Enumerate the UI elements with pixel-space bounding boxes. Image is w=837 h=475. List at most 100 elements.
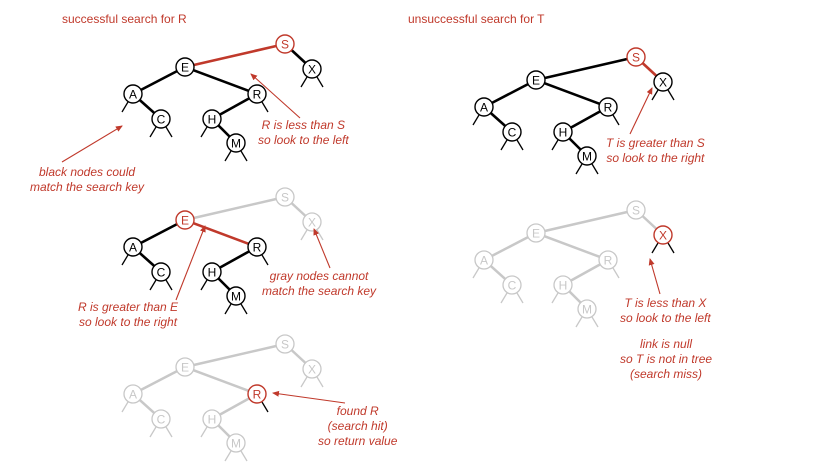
tree-node-h: H bbox=[553, 275, 573, 295]
null-link-m bbox=[224, 303, 232, 315]
tree-node-s: S bbox=[626, 47, 646, 67]
tree-edge-r-h bbox=[219, 250, 250, 269]
title-successful-search: successful search for R bbox=[62, 12, 187, 26]
tree-edge-e-a bbox=[491, 236, 529, 257]
null-link-c bbox=[516, 292, 524, 304]
null-link-m bbox=[591, 316, 599, 328]
tree-node-label: E bbox=[181, 61, 189, 75]
tree-edge-r-h bbox=[570, 263, 601, 282]
tree-edge-h-m bbox=[217, 124, 231, 138]
tree-node-s: S bbox=[275, 334, 295, 354]
tree-node-label: H bbox=[208, 266, 217, 280]
null-link-r bbox=[261, 401, 269, 413]
tree-node-label: E bbox=[181, 361, 189, 375]
tree-node-label: M bbox=[231, 137, 241, 151]
null-link-c bbox=[500, 292, 508, 304]
tree-node-m: M bbox=[577, 146, 597, 166]
null-link-h bbox=[200, 279, 208, 291]
tree-node-label: X bbox=[659, 76, 667, 90]
tree-node-r: R bbox=[247, 237, 267, 257]
tree-edge-s-x bbox=[290, 202, 307, 217]
tree-node-h: H bbox=[202, 109, 222, 129]
arrow-t-less-than-x bbox=[648, 258, 661, 295]
null-link-c bbox=[149, 426, 157, 438]
tree-node-r: R bbox=[247, 384, 267, 404]
tree-node-c: C bbox=[151, 262, 171, 282]
tree-node-label: R bbox=[253, 241, 262, 255]
null-link-r bbox=[612, 114, 620, 126]
tree-edge-s-e bbox=[544, 57, 628, 80]
null-link-m bbox=[575, 316, 583, 328]
tree-node-h: H bbox=[553, 122, 573, 142]
tree-node-m: M bbox=[577, 299, 597, 319]
null-link-x bbox=[316, 376, 324, 388]
tree-edge-e-r bbox=[192, 68, 250, 93]
tree-node-c: C bbox=[502, 275, 522, 295]
null-link-h bbox=[200, 426, 208, 438]
tree-edge-s-e bbox=[193, 197, 277, 220]
tree-edge-s-x bbox=[641, 215, 658, 230]
tree-node-label: H bbox=[208, 113, 217, 127]
null-link-c bbox=[149, 126, 157, 138]
null-link-c bbox=[516, 139, 524, 151]
tree-edge-s-x bbox=[641, 62, 658, 77]
tree-node-label: M bbox=[231, 437, 241, 451]
tree-node-label: X bbox=[308, 216, 316, 230]
tree-edge-e-a bbox=[491, 82, 529, 105]
tree-node-label: C bbox=[508, 126, 517, 140]
tree-node-r: R bbox=[598, 250, 618, 270]
tree-node-label: A bbox=[129, 241, 137, 255]
null-link-m bbox=[240, 450, 248, 462]
null-link-x bbox=[667, 89, 675, 101]
tree-node-x: X bbox=[653, 225, 673, 245]
null-link-x bbox=[316, 76, 324, 88]
null-link-a bbox=[121, 254, 129, 266]
tree-node-label: R bbox=[604, 254, 613, 268]
null-link-a bbox=[121, 401, 129, 413]
tree-node-c: C bbox=[151, 409, 171, 429]
title-unsuccessful-search: unsuccessful search for T bbox=[408, 12, 545, 26]
tree-node-e: E bbox=[526, 223, 546, 243]
tree-node-label: A bbox=[129, 388, 137, 402]
tree-node-label: M bbox=[582, 150, 592, 164]
tree-node-x: X bbox=[653, 72, 673, 92]
tree-node-e: E bbox=[175, 357, 195, 377]
null-link-c bbox=[165, 126, 173, 138]
tree-edge-a-c bbox=[138, 99, 156, 114]
null-link-m bbox=[240, 150, 248, 162]
null-link-x bbox=[300, 229, 308, 241]
tree-node-x: X bbox=[302, 59, 322, 79]
tree-node-label: S bbox=[632, 204, 640, 218]
null-link-r bbox=[261, 254, 269, 266]
null-link-h bbox=[200, 126, 208, 138]
tree-node-s: S bbox=[626, 200, 646, 220]
null-link-a bbox=[121, 101, 129, 113]
tree-node-label: H bbox=[559, 279, 568, 293]
arrow-found-r bbox=[272, 390, 346, 404]
arrow-r-less-than-s bbox=[250, 73, 301, 119]
tree-edge-e-r bbox=[543, 234, 601, 259]
tree-edge-s-e bbox=[193, 344, 277, 367]
null-link-x bbox=[651, 89, 659, 101]
null-link-m bbox=[575, 163, 583, 175]
null-link-r bbox=[261, 101, 269, 113]
tree-node-label: S bbox=[281, 38, 289, 52]
null-link-h bbox=[551, 139, 559, 151]
tree-node-label: X bbox=[659, 229, 667, 243]
tree-node-r: R bbox=[247, 84, 267, 104]
null-link-c bbox=[165, 279, 173, 291]
tree-node-label: E bbox=[532, 74, 540, 88]
tree-node-label: A bbox=[480, 254, 488, 268]
note-found-r: found R(search hit)so return value bbox=[318, 404, 398, 448]
tree-node-label: C bbox=[508, 279, 517, 293]
null-link-m bbox=[224, 150, 232, 162]
tree-node-m: M bbox=[226, 433, 246, 453]
null-link-h bbox=[551, 292, 559, 304]
tree-node-e: E bbox=[175, 57, 195, 77]
tree-edge-e-a bbox=[140, 222, 178, 245]
